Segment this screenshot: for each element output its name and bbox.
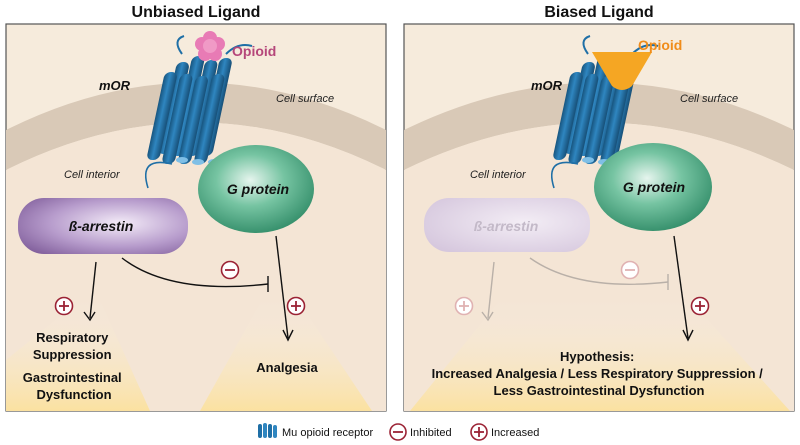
right-g-protein-label: G protein bbox=[623, 179, 685, 195]
right-increased-sign-analgesia bbox=[690, 296, 710, 316]
right-membrane bbox=[404, 82, 794, 170]
legend-inhibited-icon bbox=[389, 423, 407, 441]
right-arrestin-faded bbox=[424, 198, 590, 252]
legend-increased-icon bbox=[470, 423, 488, 441]
unbiased-panel: Unbiased Ligand bbox=[5, 4, 387, 412]
right-beam-hypothesis bbox=[410, 300, 790, 411]
right-mor-receptor bbox=[550, 35, 659, 189]
right-g-protein bbox=[594, 143, 712, 231]
left-beam-respiratory bbox=[6, 300, 150, 411]
right-panel-title: Biased Ligand bbox=[544, 4, 653, 21]
left-membrane bbox=[6, 82, 386, 170]
right-mor-label: mOR bbox=[531, 78, 563, 93]
right-arrow-g-to-analgesia bbox=[673, 235, 689, 339]
left-increased-sign-analgesia bbox=[286, 296, 306, 316]
right-cell-interior-label: Cell interior bbox=[470, 169, 527, 181]
left-opioid-label: Opioid bbox=[232, 43, 276, 59]
right-opioid-label: Opioid bbox=[638, 37, 682, 53]
right-hypothesis: Hypothesis: Increased Analgesia / Less R… bbox=[432, 349, 767, 398]
right-cell-surface-label: Cell surface bbox=[680, 93, 738, 105]
right-inhibit-faded bbox=[529, 257, 669, 285]
legend-receptor-label: Mu opioid receptor bbox=[282, 427, 373, 439]
left-inhibited-sign bbox=[220, 260, 240, 280]
left-g-protein bbox=[198, 145, 314, 233]
left-inhibit-arrestin-to-g bbox=[121, 257, 269, 288]
right-opioid-ligand bbox=[592, 52, 652, 90]
left-arrow-arrestin-to-respiratory bbox=[89, 261, 97, 319]
right-arrow-arrestin-faded bbox=[487, 261, 495, 319]
right-inhibited-sign-faded bbox=[620, 260, 640, 280]
left-arrow-g-to-analgesia bbox=[275, 235, 289, 339]
legend-receptor-icon bbox=[258, 423, 277, 438]
left-arrestin bbox=[18, 198, 188, 254]
right-increased-sign-faded bbox=[454, 296, 474, 316]
right-arrestin-label: ß-arrestin bbox=[474, 218, 539, 234]
legend-inhibited-label: Inhibited bbox=[410, 427, 452, 439]
left-outcome-analgesia: Analgesia bbox=[256, 360, 318, 375]
left-mor-label: mOR bbox=[99, 78, 131, 93]
left-opioid-ligand bbox=[195, 31, 225, 61]
left-cell-surface-label: Cell surface bbox=[276, 93, 334, 105]
left-g-protein-label: G protein bbox=[227, 181, 289, 197]
left-arrestin-label: ß-arrestin bbox=[69, 218, 134, 234]
left-outcome-respiratory: Respiratory Suppression Gastrointestinal… bbox=[23, 330, 126, 402]
left-increased-sign-respiratory bbox=[54, 296, 74, 316]
left-panel-title: Unbiased Ligand bbox=[132, 4, 261, 21]
biased-panel: Biased Ligand Opioid mOR Cell surf bbox=[403, 4, 795, 412]
left-cell-interior-label: Cell interior bbox=[64, 169, 121, 181]
left-beam-analgesia bbox=[200, 300, 372, 411]
legend-increased-label: Increased bbox=[491, 427, 539, 439]
legend: Mu opioid receptor Inhibited Increased bbox=[258, 423, 539, 441]
